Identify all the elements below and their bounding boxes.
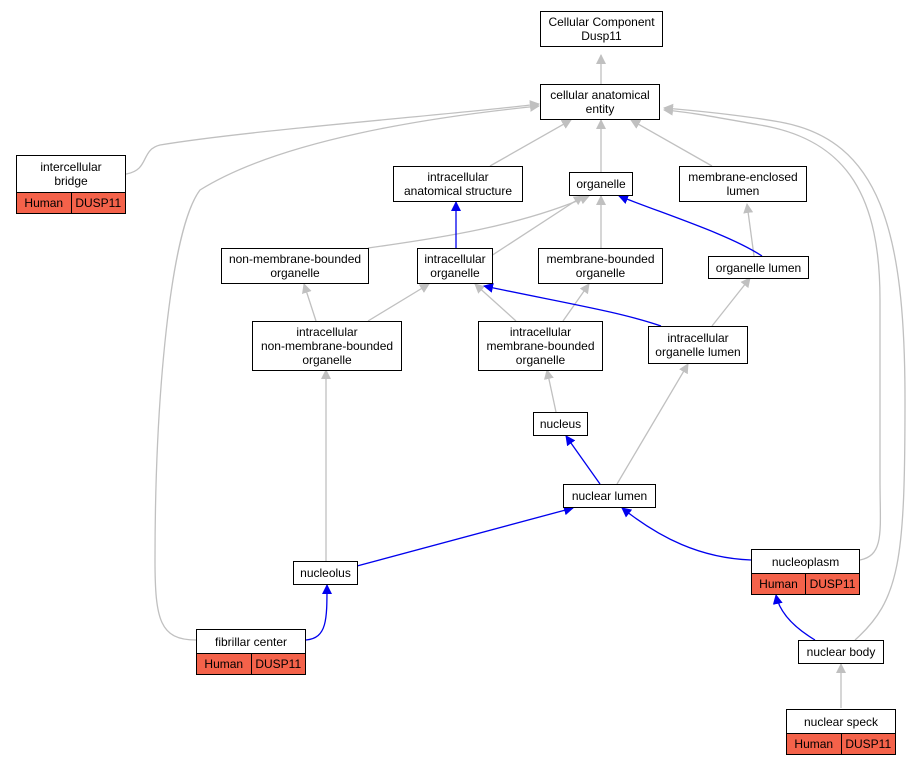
node-non-membrane-bounded-organelle[interactable]: non-membrane-bounded organelle <box>221 248 369 284</box>
node-label: fibrillar center <box>214 634 288 649</box>
edge-io-imbo <box>474 283 517 322</box>
edge-fibrillar-cae <box>154 101 540 641</box>
edge-iol-io <box>483 282 662 327</box>
node-label: nuclear lumen <box>571 489 648 503</box>
edge-olumen-iol <box>711 277 751 327</box>
edge-nbody-nucleoplasm <box>772 594 816 641</box>
edge-imbo-nucleus <box>543 369 557 413</box>
node-intracellular-membrane-bounded-organelle[interactable]: intracellular membrane-bounded organelle <box>478 321 603 371</box>
node-nucleolus[interactable]: nucleolus <box>293 561 358 585</box>
edge-olumen-organelle <box>618 194 763 257</box>
node-label: nucleus <box>539 417 582 431</box>
node-intracellular-organelle[interactable]: intracellular organelle <box>417 248 493 284</box>
edge-bridge-cae <box>125 100 540 175</box>
node-label: cellular anatomical entity <box>550 88 650 116</box>
edge-nucleolus-nlumen <box>356 505 574 567</box>
gene-label: DUSP11 <box>840 734 895 754</box>
node-label: intracellular membrane-bounded organelle <box>486 325 595 367</box>
gene-label: DUSP11 <box>70 193 125 213</box>
edge-mel-olumen <box>743 203 755 257</box>
node-intracellular-organelle-lumen[interactable]: intracellular organelle lumen <box>648 326 748 364</box>
node-organelle-lumen[interactable]: organelle lumen <box>708 256 809 279</box>
species-label: Human <box>752 574 805 594</box>
edge-nucleoplasm-nlumen <box>621 507 752 561</box>
edge-iol-nlumen <box>616 363 689 485</box>
node-fibrillar-center[interactable]: fibrillar center Human DUSP11 <box>196 629 306 675</box>
node-label: non-membrane-bounded organelle <box>228 252 362 280</box>
species-label: Human <box>197 654 251 674</box>
edge-mel-cae <box>630 119 713 167</box>
node-label: membrane-bounded organelle <box>546 252 655 280</box>
node-nucleoplasm[interactable]: nucleoplasm Human DUSP11 <box>751 549 860 595</box>
node-label: Cellular Component Dusp11 <box>548 15 655 43</box>
node-label: organelle <box>576 177 626 191</box>
node-nuclear-lumen[interactable]: nuclear lumen <box>563 484 656 508</box>
node-cellular-component-root[interactable]: Cellular Component Dusp11 <box>540 11 663 47</box>
species-label: Human <box>17 193 71 213</box>
node-membrane-enclosed-lumen[interactable]: membrane-enclosed lumen <box>679 166 807 202</box>
edge-nucleoplasm-cae <box>663 105 882 561</box>
node-label: membrane-enclosed lumen <box>688 170 798 198</box>
node-cellular-anatomical-entity[interactable]: cellular anatomical entity <box>540 84 660 120</box>
edge-nmbo-inmbo <box>302 283 317 322</box>
edge-fibrillar-nucleolus <box>305 584 332 641</box>
node-label: intracellular organelle lumen <box>655 331 741 359</box>
node-label: organelle lumen <box>715 260 802 275</box>
edge-mbo-imbo <box>562 283 590 322</box>
edge-organelle-io <box>490 195 584 257</box>
annotation-row: Human DUSP11 <box>752 573 859 594</box>
annotation-row: Human DUSP11 <box>787 733 895 754</box>
node-nucleus[interactable]: nucleus <box>533 412 588 436</box>
gene-label: DUSP11 <box>250 654 305 674</box>
edge-organelle-nmbo <box>367 195 590 249</box>
edge-io-inmbo <box>367 283 430 322</box>
edge-nlumen-nucleus <box>565 435 601 485</box>
node-nuclear-speck[interactable]: nuclear speck Human DUSP11 <box>786 709 896 755</box>
node-nuclear-body[interactable]: nuclear body <box>798 640 884 664</box>
node-label: nuclear speck <box>803 714 879 729</box>
node-intercellular-bridge[interactable]: intercellular bridge Human DUSP11 <box>16 155 126 214</box>
node-label: intracellular anatomical structure <box>403 170 513 198</box>
node-label: nucleolus <box>300 566 351 580</box>
species-label: Human <box>787 734 841 754</box>
node-label: intercellular bridge <box>40 160 102 188</box>
annotation-row: Human DUSP11 <box>17 192 125 213</box>
node-label: nucleoplasm <box>771 554 840 569</box>
node-label: intracellular non-membrane-bounded organ… <box>260 325 394 367</box>
node-label: intracellular organelle <box>424 252 486 280</box>
node-intracellular-non-membrane-bounded-organelle[interactable]: intracellular non-membrane-bounded organ… <box>252 321 402 371</box>
gene-label: DUSP11 <box>805 574 859 594</box>
annotation-row: Human DUSP11 <box>197 653 305 674</box>
node-membrane-bounded-organelle[interactable]: membrane-bounded organelle <box>538 248 663 284</box>
edge-ias-cae <box>489 119 572 167</box>
edge-nbody-cae <box>663 103 906 641</box>
node-intracellular-anatomical-structure[interactable]: intracellular anatomical structure <box>393 166 523 202</box>
node-label: nuclear body <box>806 645 876 659</box>
node-organelle[interactable]: organelle <box>569 172 633 196</box>
